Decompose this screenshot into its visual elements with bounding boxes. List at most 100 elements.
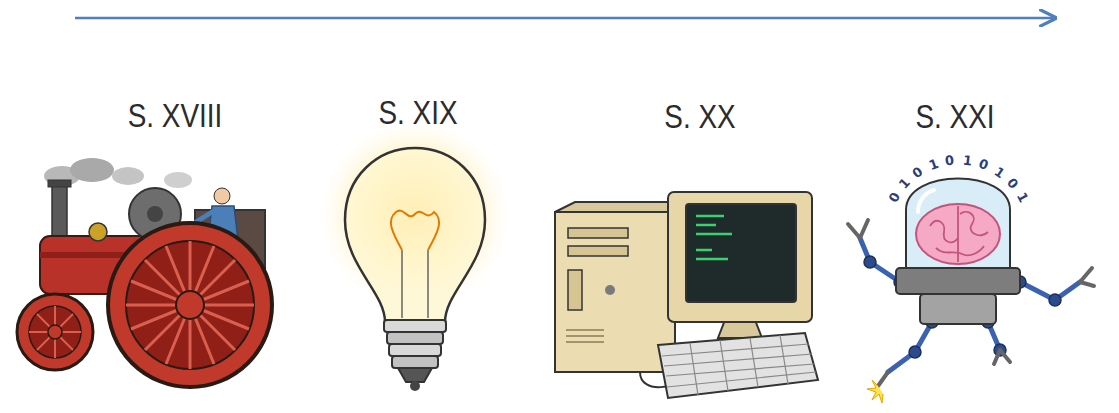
- desktop-computer-part: [668, 192, 812, 322]
- desktop-computer-part: [568, 246, 628, 256]
- steam-tractor-part: [29, 306, 81, 358]
- robot-brain-part-part: [936, 246, 984, 255]
- robot-brain-part-part: [930, 221, 958, 242]
- light-bulb-part: [392, 356, 438, 368]
- desktop-computer-part: [696, 216, 732, 259]
- steam-tractor-part: [164, 172, 192, 188]
- steam-tractor-part: [196, 212, 212, 222]
- robot-brain-part: [906, 179, 1010, 273]
- steam-tractor-part-part: [131, 281, 249, 329]
- timeline-arrow: [75, 18, 1055, 19]
- light-bulb-part: [391, 211, 439, 250]
- century-label: S. XVIII: [128, 98, 223, 132]
- desktop-computer-part: [568, 228, 628, 238]
- desktop-computer-part-part: [780, 335, 788, 384]
- steam-tractor-part: [126, 241, 254, 369]
- binary-digit: 0: [886, 190, 903, 205]
- robot-brain-part: [930, 206, 988, 262]
- desktop-computer-part-part: [696, 258, 728, 261]
- steam-tractor-part: [214, 188, 230, 204]
- light-bulb-part: [384, 320, 446, 332]
- light-bulb: [320, 120, 510, 391]
- desktop-computer-part-part: [566, 329, 604, 331]
- robot-brain-part-part: [848, 220, 868, 238]
- timeline-arrow-part: [75, 17, 1055, 20]
- robot-brain-part: [864, 256, 1061, 358]
- steam-tractor-part: [126, 241, 254, 369]
- binary-digit: 1: [991, 163, 1007, 180]
- steam-tractor-part: [89, 223, 107, 241]
- steam-tractor-part: [17, 294, 93, 370]
- desktop-computer-part-part: [696, 215, 724, 218]
- steam-tractor-part: [112, 167, 144, 185]
- steam-tractor-part: [48, 180, 71, 187]
- steam-tractor-part-part: [37, 314, 73, 350]
- binary-digit: 1: [896, 175, 913, 192]
- desktop-computer-part-part: [566, 341, 604, 343]
- robot-brain-part-part: [909, 346, 921, 358]
- robot-brain-part-part: [888, 322, 932, 372]
- binary-digit: 1: [926, 156, 940, 173]
- steam-tractor-part: [176, 291, 204, 319]
- desktop-computer-part: [686, 204, 796, 302]
- binary-digit: 1: [1013, 190, 1030, 205]
- steam-tractor-part-part: [37, 314, 73, 350]
- robot-brain-part-part: [957, 206, 959, 262]
- steam-tractor-part-part: [131, 281, 249, 329]
- robot-brain-part-part: [860, 238, 900, 282]
- century-label: S. XIX: [378, 95, 457, 129]
- binary-digit: 0: [910, 163, 926, 180]
- desktop-computer-part: [662, 335, 816, 395]
- desktop-computer-part-part: [750, 338, 758, 387]
- robot-brain-part-part: [1080, 268, 1094, 286]
- desktop-computer-part-part: [667, 372, 816, 387]
- desktop-computer-part-part: [720, 340, 728, 391]
- desktop-computer-part-part: [696, 249, 712, 252]
- steam-tractor-part: [147, 206, 163, 222]
- robot-brain-part-part: [864, 256, 876, 268]
- steam-tractor: [17, 158, 272, 387]
- steam-tractor-part: [70, 158, 114, 182]
- desktop-computer-part: [568, 270, 582, 310]
- binary-digit: 0: [1004, 175, 1021, 192]
- century-label: S. XXI: [915, 99, 994, 133]
- robot-brain-part-part: [878, 372, 888, 386]
- robot-brain-part-part: [960, 212, 988, 235]
- robot-brain-part: [920, 294, 996, 324]
- desktop-computer-part: [566, 330, 604, 342]
- light-bulb-part: [398, 368, 432, 382]
- binary-digit: 1: [962, 152, 973, 168]
- steam-tractor-part: [52, 182, 67, 240]
- steam-tractor-part: [48, 325, 62, 339]
- robot-brain-part: [916, 204, 1000, 264]
- desktop-computer: [555, 192, 818, 398]
- steam-tractor-part: [29, 306, 81, 358]
- desktop-computer-part: [555, 212, 675, 372]
- desktop-computer-part-part: [690, 343, 698, 395]
- robot-brain-part: [867, 380, 883, 403]
- robot-brain-part-part: [994, 350, 1010, 364]
- desktop-computer-part: [658, 333, 818, 398]
- robot-brain: [848, 179, 1094, 404]
- century-label: S. XX: [664, 99, 735, 133]
- light-bulb-part: [387, 332, 443, 344]
- desktop-computer-part-part: [696, 233, 732, 236]
- binary-digit: 0: [977, 156, 991, 173]
- desktop-computer-part-part: [696, 224, 716, 227]
- binary-digit: 0: [944, 152, 955, 168]
- robot-brain-part-part: [1049, 294, 1061, 306]
- light-bulb-part: [410, 381, 420, 391]
- robot-brain-part: [896, 268, 1020, 294]
- steam-tractor-part-part: [145, 260, 235, 350]
- steam-tractor-part-part: [166, 246, 214, 364]
- desktop-computer-part-part: [662, 344, 809, 356]
- light-bulb-part: [345, 148, 485, 322]
- light-bulb-part: [389, 344, 441, 356]
- steam-tractor-part-part: [145, 260, 235, 350]
- desktop-computer-part-part: [566, 335, 604, 337]
- desktop-computer-part-part: [664, 354, 812, 366]
- desktop-computer-part: [605, 285, 615, 295]
